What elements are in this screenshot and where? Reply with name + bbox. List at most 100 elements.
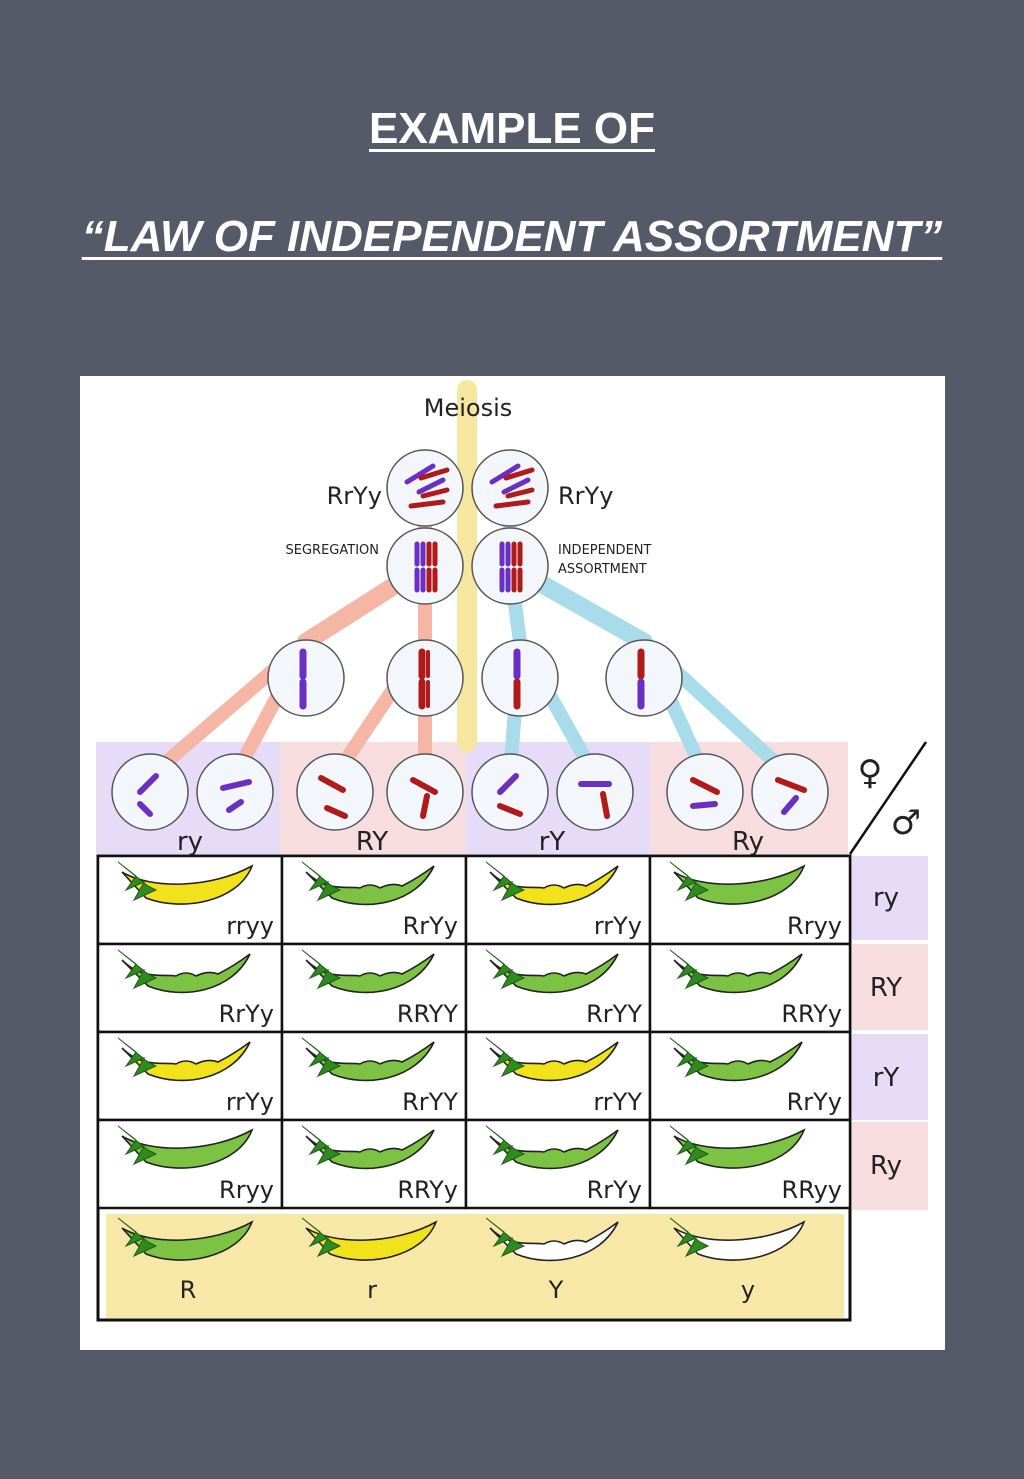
punnett-genotype: RRYy [781, 1000, 842, 1028]
pea-pod-icon [117, 1125, 254, 1169]
purple-chromosome [416, 477, 446, 495]
punnett-genotype: RrYy [587, 1176, 642, 1204]
punnett-genotype: RRYy [397, 1176, 458, 1204]
phenotype-key-item: R [117, 1217, 254, 1304]
dihybrid-cross-diagram: Meiosis RrYy RrYy SEGREGATION INDEPENDEN… [80, 376, 945, 1350]
parent-cell-left [386, 449, 464, 527]
punnett-genotype: Rryy [219, 1176, 274, 1204]
row-gamete-label-ry: ry [873, 883, 899, 913]
row-gamete-bg-ry [852, 856, 928, 940]
purple-chromosome [489, 463, 521, 485]
punnett-genotype: RrYy [219, 1000, 274, 1028]
punnett-cell: rrYY [464, 1030, 652, 1122]
gamete-label-rY: rY [539, 827, 566, 857]
gamete-label-Ry: Ry [732, 827, 764, 857]
pea-pod-icon [301, 1125, 435, 1170]
row-gamete-bg-RY [852, 944, 928, 1030]
pea-pod-icon [669, 861, 806, 905]
purple-chromosome [220, 779, 252, 791]
parent-left-genotype: RrYy [327, 482, 382, 510]
meiosis-cell-RY [386, 639, 464, 717]
red-chromosome [690, 777, 720, 795]
red-chromosome [600, 791, 610, 819]
red-chromosome [493, 499, 531, 509]
row-gamete-label-RY: RY [870, 973, 902, 1003]
purple-chromosome [690, 801, 718, 809]
red-chromosome [775, 777, 807, 793]
purple-chromosome [137, 801, 153, 817]
punnett-genotype: rryy [226, 912, 274, 940]
parent-cell-right [471, 449, 549, 527]
punnett-genotype: RrYy [403, 912, 458, 940]
meiosis-cell-Ry [605, 639, 683, 717]
punnett-cell: RrYy [464, 1118, 652, 1210]
punnett-cell: RRYY [280, 942, 468, 1034]
punnett-genotype: rrYY [593, 1088, 642, 1116]
punnett-genotype: rrYy [226, 1088, 274, 1116]
slide-title-line-1: EXAMPLE OF [368, 104, 656, 153]
phenotype-key-item: r [301, 1217, 438, 1304]
pea-pod-icon [301, 861, 435, 906]
independent-assortment-label-2: ASSORTMENT [558, 562, 647, 577]
punnett-cell: RrYy [648, 1030, 852, 1122]
male-symbol: ♂ [891, 803, 921, 843]
punnett-genotype: rrYy [594, 912, 642, 940]
gamete-RY-1 [296, 753, 374, 831]
pea-pod-icon [485, 1125, 619, 1170]
pea-pod-icon [301, 1037, 435, 1082]
row-gamete-label-Ry: Ry [870, 1151, 902, 1181]
punnett-cell: rryy [96, 854, 284, 946]
gamete-ry-1 [111, 753, 189, 831]
punnett-genotype: Rryy [787, 912, 842, 940]
gamete-ry-2 [196, 753, 274, 831]
meiosis-paths [143, 380, 797, 783]
punnett-genotype: RrYY [586, 1000, 642, 1028]
punnett-genotype: RrYy [787, 1088, 842, 1116]
punnett-cell: RRYy [280, 1118, 468, 1210]
punnett-cell: Rryy [648, 854, 852, 946]
parent-right-genotype: RrYy [558, 482, 613, 510]
segregation-cell [386, 527, 464, 605]
purple-chromosome [501, 477, 531, 495]
gamete-Ry-2 [751, 753, 829, 831]
punnett-cell: rrYy [96, 1030, 284, 1122]
red-chromosome [420, 487, 450, 499]
pea-pod-icon [485, 949, 619, 994]
red-chromosome [410, 777, 438, 795]
punnett-cell: rrYy [464, 854, 652, 946]
punnett-cell: RRyy [648, 1118, 852, 1210]
purple-chromosome [497, 773, 519, 795]
pea-pod-icon [485, 1037, 619, 1082]
gamete-rY-1 [471, 753, 549, 831]
punnett-cell: RrYy [280, 854, 468, 946]
pea-pod-icon [669, 949, 803, 994]
pea-pod-icon [117, 1217, 254, 1261]
punnett-cell: Rryy [96, 1118, 284, 1210]
segregation-label: SEGREGATION [286, 543, 379, 558]
red-chromosome [324, 805, 348, 819]
meiosis-label: Meiosis [424, 394, 513, 422]
pea-pod-icon [485, 861, 619, 906]
punnett-cell: RRYy [648, 942, 852, 1034]
punnett-genotype: RRYY [397, 1000, 458, 1028]
purple-chromosome [226, 799, 244, 813]
punnett-cell: RrYY [464, 942, 652, 1034]
pea-pod-icon [485, 1217, 619, 1262]
gamete-label-ry: ry [177, 827, 203, 857]
punnett-cell: RrYy [96, 942, 284, 1034]
pea-pod-icon [669, 1125, 806, 1169]
phenotype-key-label: Y [548, 1276, 564, 1304]
meiosis-cell-ry [267, 639, 345, 717]
phenotype-key-label: y [741, 1276, 755, 1304]
purple-chromosome [404, 463, 436, 485]
gamete-label-RY: RY [356, 827, 388, 857]
pea-pod-icon [301, 949, 435, 994]
meiosis-cell-rY [481, 639, 559, 717]
red-chromosome [503, 467, 535, 481]
pea-pod-icon [669, 1217, 806, 1261]
pea-pod-icon [117, 861, 254, 905]
phenotype-key-bg [106, 1214, 844, 1318]
gamete-Ry-1 [666, 753, 744, 831]
red-chromosome [505, 487, 535, 499]
phenotype-key-label: R [180, 1276, 197, 1304]
